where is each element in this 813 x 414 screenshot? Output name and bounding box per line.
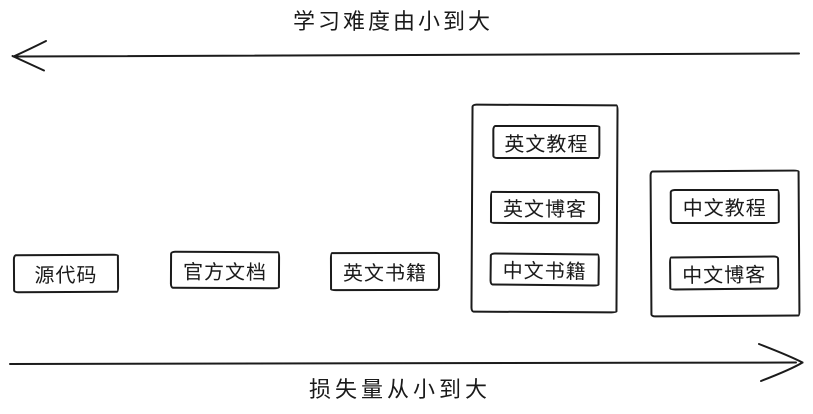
node-official-docs: 官方文档 bbox=[169, 250, 281, 290]
arrow-right-icon bbox=[9, 343, 804, 382]
node-chinese-books: 中文书籍 bbox=[489, 252, 600, 287]
group-english-resources: 英文教程 英文博客 中文书籍 bbox=[470, 103, 619, 314]
node-english-books: 英文书籍 bbox=[329, 251, 441, 292]
node-source-code: 源代码 bbox=[12, 253, 120, 294]
bottom-axis-label: 损失量从小到大 bbox=[309, 377, 492, 402]
top-axis-label: 学习难度由小到大 bbox=[293, 9, 494, 34]
arrow-left-icon bbox=[11, 40, 800, 72]
node-english-tutorials: 英文教程 bbox=[492, 124, 601, 160]
node-english-blogs: 英文博客 bbox=[489, 190, 601, 225]
node-chinese-blogs: 中文博客 bbox=[669, 255, 780, 291]
node-chinese-tutorials: 中文教程 bbox=[669, 188, 780, 225]
group-chinese-resources: 中文教程 中文博客 bbox=[649, 169, 801, 318]
